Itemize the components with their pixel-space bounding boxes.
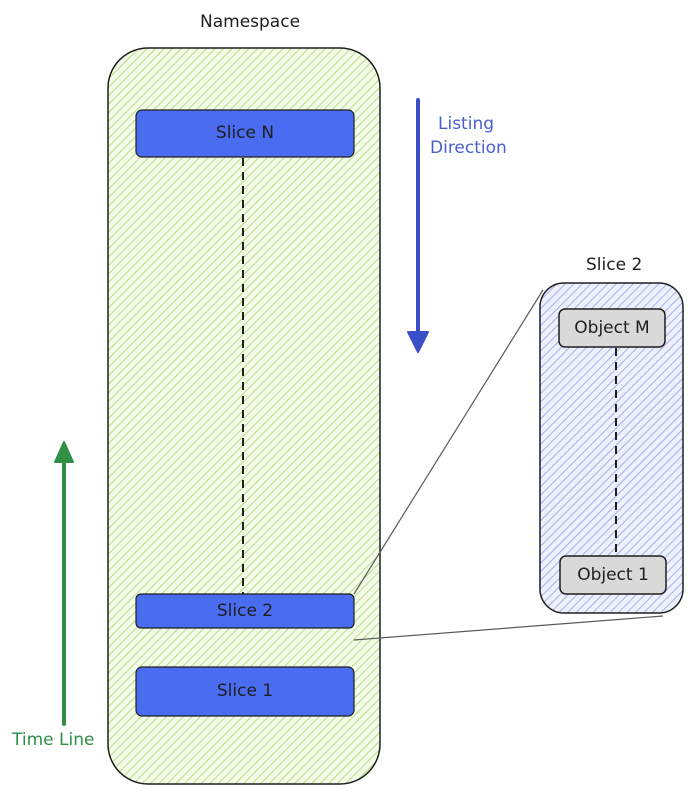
slice-2-detail-title: Slice 2	[586, 255, 643, 275]
object-1-box[interactable]	[559, 555, 667, 595]
time-line-arrow-head	[54, 441, 74, 463]
slice-2-box[interactable]	[135, 593, 355, 629]
slice-1-box[interactable]	[135, 666, 355, 717]
time-line-label: Time Line	[12, 730, 95, 750]
object-1-label[interactable]: Object 1	[577, 565, 649, 585]
listing-direction-label-line2: Direction	[430, 138, 507, 158]
listing-direction-arrow-head	[407, 331, 429, 353]
slice-2-detail-container	[539, 282, 684, 614]
object-m-label[interactable]: Object M	[574, 318, 650, 338]
slice-n-label[interactable]: Slice N	[215, 123, 275, 143]
listing-direction-label-line1: Listing	[438, 114, 495, 134]
object-m-box[interactable]	[558, 308, 666, 348]
zoom-line-top	[353, 289, 544, 595]
slice-n-box[interactable]	[135, 109, 355, 158]
slice-1-label[interactable]: Slice 1	[216, 681, 274, 701]
namespace-title: Namespace	[200, 12, 301, 32]
zoom-line-bottom	[353, 615, 664, 641]
slice-2-label[interactable]: Slice 2	[216, 601, 274, 621]
